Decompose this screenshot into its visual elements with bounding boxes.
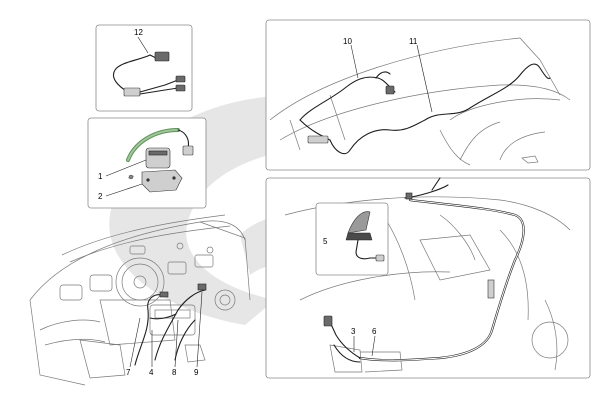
- callout-3: 3: [351, 327, 356, 336]
- callout-12: 12: [134, 28, 143, 37]
- callout-10: 10: [343, 37, 352, 46]
- callout-11: 11: [409, 37, 418, 46]
- callout-2: 2: [98, 192, 103, 201]
- callout-8: 8: [172, 368, 177, 377]
- callout-5: 5: [323, 237, 328, 246]
- inset-box-cable-adapter: [95, 24, 193, 112]
- inset-box-side-harness: [265, 177, 591, 379]
- callout-1: 1: [98, 172, 103, 181]
- inset-box-antenna-module: [87, 117, 207, 209]
- callout-4: 4: [149, 368, 154, 377]
- callout-7: 7: [126, 368, 131, 377]
- callout-6: 6: [372, 327, 377, 336]
- callout-9: 9: [194, 368, 199, 377]
